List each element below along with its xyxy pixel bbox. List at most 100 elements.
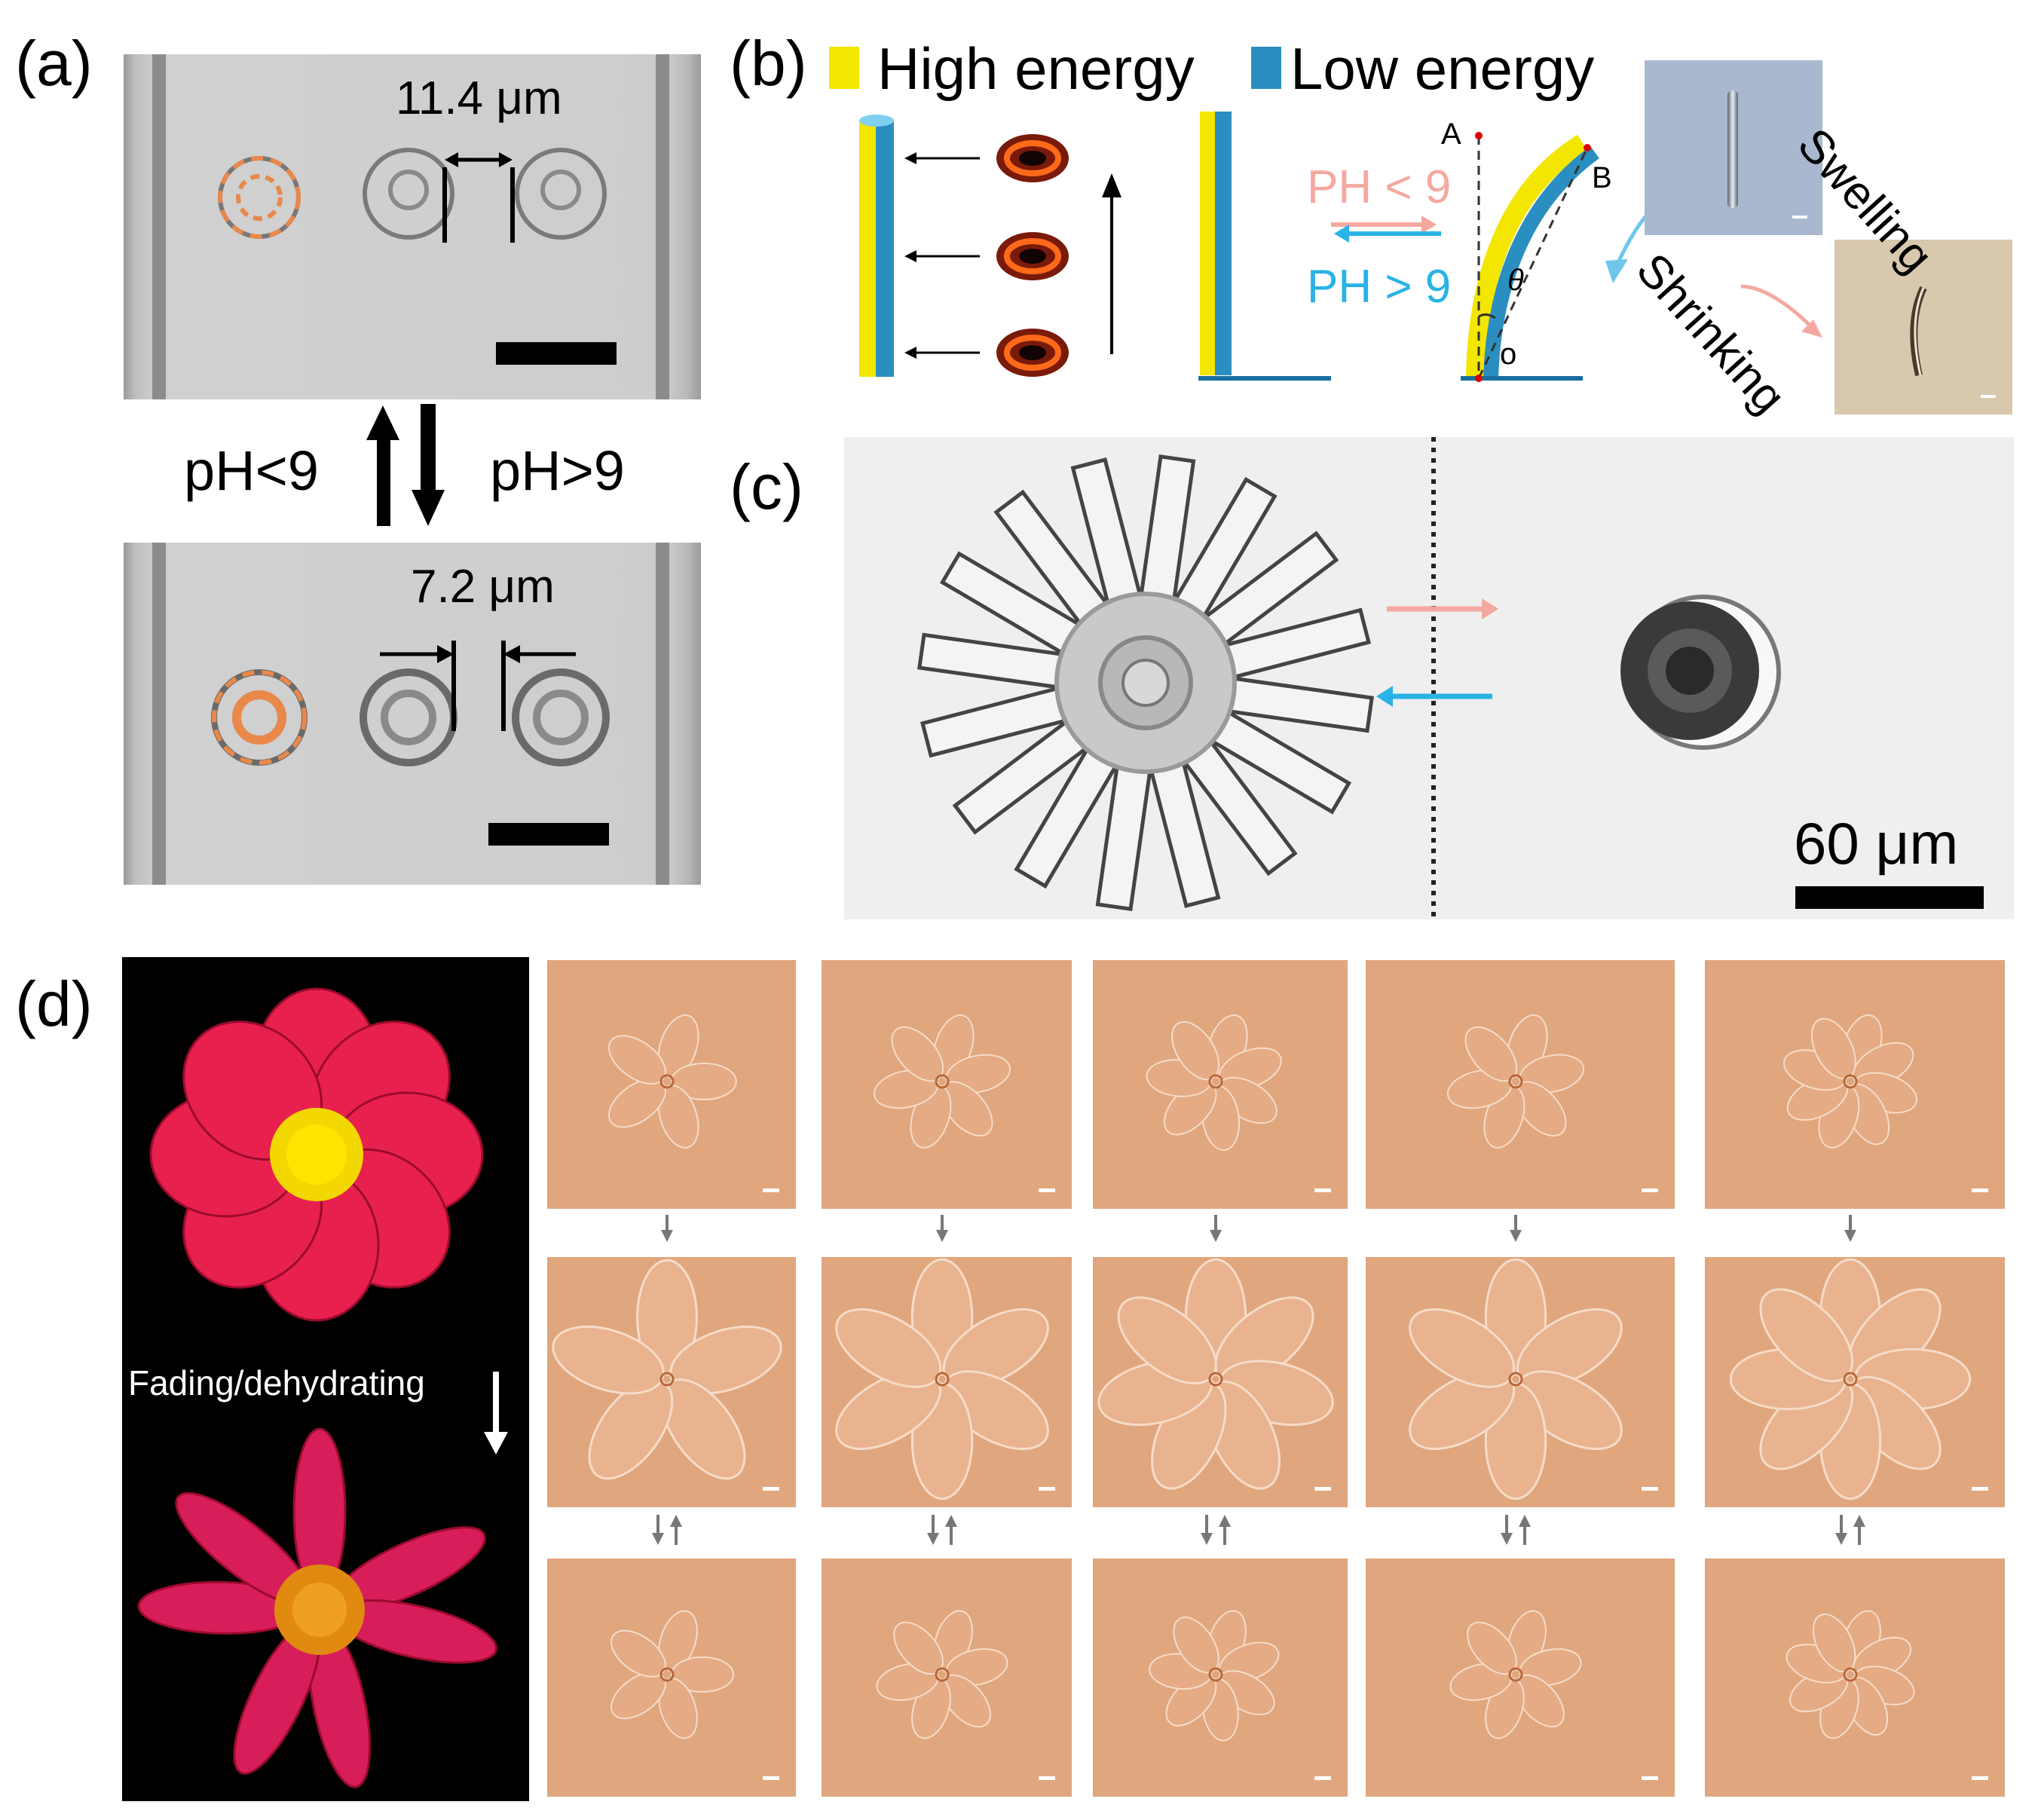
transition-arrow-icon: [1201, 1533, 1213, 1545]
flower-tile: [1366, 1257, 1675, 1507]
tile-scalebar: [763, 1188, 779, 1192]
flower-tile: [1366, 960, 1675, 1209]
tile-petal: [941, 1674, 991, 1728]
tile-scalebar: [1972, 1188, 1988, 1192]
panel-b-point-b: B: [1592, 161, 1612, 194]
transition-arrow-icon: [1835, 1533, 1847, 1545]
tile-scalebar: [763, 1776, 779, 1780]
tile-petal: [607, 1078, 666, 1128]
tile-scalebar: [1039, 1487, 1055, 1491]
tile-petal: [1409, 1308, 1516, 1388]
flower-tile: [822, 1257, 1072, 1507]
flower-tile: [547, 1558, 796, 1797]
tile-petal: [1171, 1021, 1220, 1081]
tile-petal: [671, 1062, 737, 1101]
transition-arrow-icon: [1501, 1533, 1513, 1545]
flower-tile: [1093, 1558, 1348, 1797]
panel-b-fiber-swollen-image: [1645, 60, 1822, 235]
panel-a-condition-high: pH>9: [490, 439, 625, 502]
tile-scalebar: [1039, 1776, 1055, 1780]
flower-tile: [1705, 960, 2005, 1209]
panel-c-drawing: [917, 437, 1781, 919]
panel-a-top-annotation: [442, 152, 515, 243]
panel-a-condition-low: pH<9: [184, 439, 319, 502]
flower-tile: [822, 960, 1072, 1209]
panel-a-bottom-dimension: 7.2 μm: [411, 561, 555, 613]
panel-d-label: (d): [15, 968, 93, 1039]
panel-a-label: (a): [15, 28, 93, 99]
panel-d-photo: [122, 957, 529, 1801]
tile-petal: [657, 1014, 699, 1078]
tile-scalebar: [1642, 1776, 1658, 1780]
tile-scalebar: [1314, 1188, 1331, 1192]
tile-petal: [1514, 1674, 1565, 1728]
panel-b-condition-high: PH > 9: [1307, 261, 1452, 313]
panel-c-label: (c): [730, 451, 803, 522]
transition-arrow-icon: [1844, 1230, 1856, 1242]
tile-scalebar: [1039, 1188, 1055, 1192]
panel-b-shrink-arrow: [1740, 284, 1822, 338]
tile-petal: [1513, 1081, 1567, 1137]
transition-arrow-icon: [1853, 1515, 1865, 1527]
panel-a-switch-arrows: [366, 404, 445, 526]
tile-petal: [1516, 1308, 1623, 1388]
tile-petal: [835, 1308, 942, 1388]
tile-scalebar: [1972, 1487, 1988, 1491]
shrunk-flower-ball: [1620, 595, 1781, 750]
laser-spot-icons: [996, 134, 1069, 377]
flower-tile: [1093, 1257, 1348, 1507]
panel-b-point-o: o: [1500, 338, 1517, 371]
legend-low-energy-swatch: [1251, 47, 1281, 89]
transition-arrow-icon: [670, 1515, 682, 1527]
panel-a-top-micrograph: [124, 54, 701, 399]
tile-scalebar: [763, 1487, 779, 1491]
tile-scalebar: [1642, 1487, 1658, 1491]
tile-petal: [552, 1325, 665, 1395]
panel-c-scale-text: 60 μm: [1794, 810, 1959, 876]
tile-petal: [588, 1378, 674, 1480]
panel-a-top-scalebar: [496, 342, 617, 365]
tile-petal: [1467, 1621, 1517, 1675]
panel-b-label: (b): [730, 28, 807, 99]
tile-petal: [942, 1370, 1049, 1451]
tile-petal: [1173, 1617, 1219, 1674]
tile-petal: [671, 1656, 735, 1693]
tile-scalebar: [1642, 1188, 1658, 1192]
tile-petal: [658, 1610, 698, 1672]
tile-petal: [1759, 1288, 1854, 1383]
flower-tile: [547, 1257, 796, 1507]
tile-petal: [636, 1259, 698, 1376]
transition-arrow-icon: [1210, 1230, 1222, 1242]
transition-arrow-icon: [1219, 1515, 1231, 1527]
tile-petal: [1117, 1296, 1217, 1384]
transition-arrow-icon: [936, 1230, 948, 1242]
transition-arrow-icon: [652, 1533, 664, 1545]
tile-petal: [940, 1081, 993, 1137]
tile-petal: [893, 1621, 944, 1675]
transition-arrow-icon: [945, 1515, 957, 1527]
transition-arrow-icon: [1510, 1230, 1522, 1242]
panel-b-point-a: A: [1441, 118, 1461, 151]
transition-arrow-icon: [1519, 1515, 1531, 1527]
tile-petal: [891, 1026, 944, 1082]
tile-petal: [1516, 1370, 1623, 1451]
panel-a-bottom-annotation: [380, 641, 576, 731]
tile-petal: [610, 1672, 666, 1720]
panel-c-micrograph: [844, 437, 2014, 919]
legend-low-energy-label: Low energy: [1290, 35, 1595, 102]
legend-high-energy-label: High energy: [877, 35, 1195, 102]
panel-b-fiber-shrunk-image: [1835, 240, 2012, 414]
panel-d-caption: Fading/dehydrating: [128, 1363, 425, 1402]
tile-petal: [1810, 1017, 1856, 1080]
tile-petal: [1812, 1613, 1856, 1673]
flower-tile: [1366, 1558, 1675, 1797]
panel-b-schematic: [859, 112, 1660, 382]
tile-petal: [658, 1678, 698, 1739]
flower-tile: [1093, 960, 1348, 1209]
panel-a-top-dimension: 11.4 μm: [396, 72, 562, 124]
tile-petal: [607, 1035, 666, 1085]
flower-tile: [1705, 1257, 2005, 1507]
tile-petal: [660, 1378, 746, 1480]
tile-petal: [669, 1325, 782, 1395]
